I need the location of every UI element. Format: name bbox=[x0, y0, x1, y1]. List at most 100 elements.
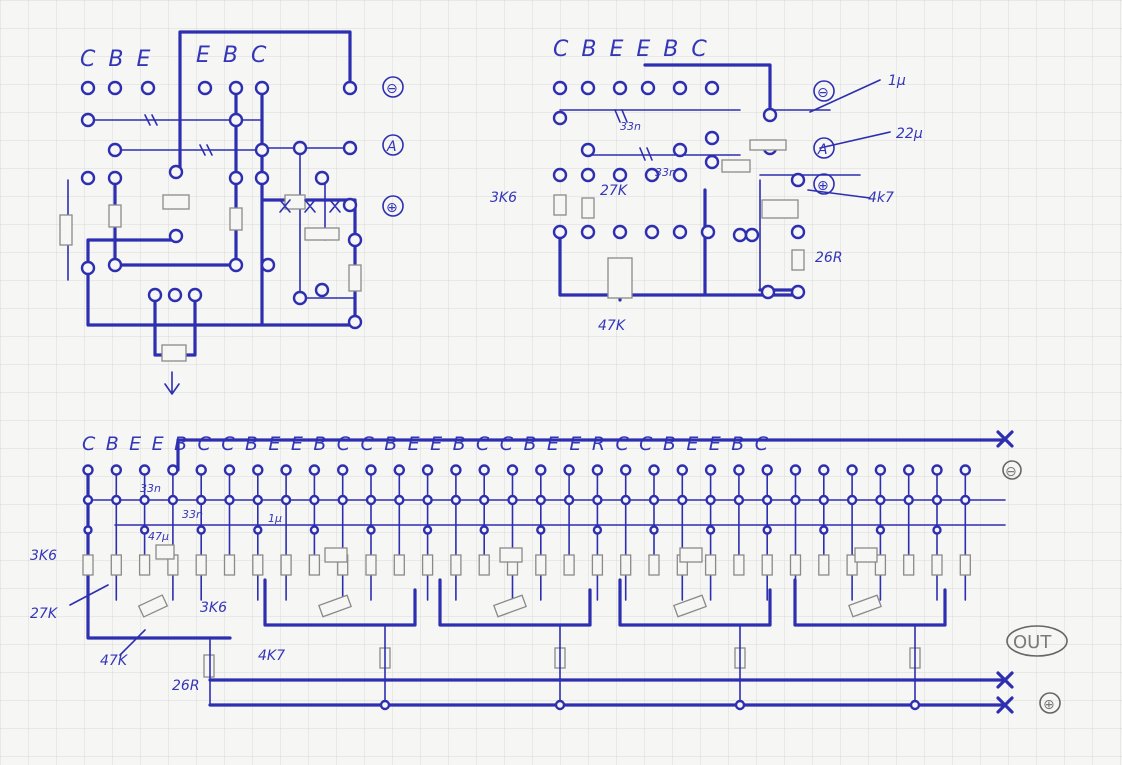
solder-pad bbox=[818, 494, 829, 506]
resistor-shape bbox=[203, 654, 215, 678]
stage-frame bbox=[263, 578, 417, 627]
trimmer-shape bbox=[848, 594, 882, 618]
label-27k: 27K bbox=[600, 183, 629, 199]
solder-pad bbox=[223, 464, 236, 476]
resistor-shape bbox=[620, 554, 632, 576]
solder-pad bbox=[337, 494, 348, 506]
terminal-minus-label: ⊖ bbox=[817, 85, 829, 101]
solder-pad bbox=[196, 525, 206, 535]
solder-pad bbox=[874, 464, 887, 476]
capacitor-shape bbox=[761, 199, 799, 219]
solder-pad bbox=[394, 494, 405, 506]
bottom-pads bbox=[82, 464, 971, 711]
solder-pad bbox=[563, 494, 575, 506]
trimmer-shape bbox=[318, 594, 352, 618]
solder-pad bbox=[309, 494, 320, 506]
solder-pad bbox=[253, 525, 263, 535]
solder-pad bbox=[620, 464, 632, 476]
capacitor-shape bbox=[284, 194, 306, 210]
solder-pad bbox=[677, 494, 688, 506]
label-33n-b: 33n bbox=[182, 508, 203, 521]
label-33n-a: 33n bbox=[140, 482, 161, 495]
resistor-shape bbox=[789, 554, 802, 576]
label-3k6-mid: 3K6 bbox=[200, 600, 227, 616]
solder-pad bbox=[591, 464, 604, 476]
solder-pad bbox=[309, 525, 320, 535]
solder-pad bbox=[676, 464, 688, 476]
solder-pad bbox=[649, 525, 659, 535]
solder-pad bbox=[705, 494, 716, 506]
label-3k6: 3K6 bbox=[490, 190, 517, 206]
terminal-a-label: A bbox=[386, 139, 397, 155]
solder-pad bbox=[252, 494, 263, 506]
label-27k: 27K bbox=[30, 606, 59, 622]
capacitor-shape bbox=[162, 194, 190, 210]
solder-pad bbox=[450, 494, 462, 506]
solder-pad bbox=[734, 699, 746, 711]
solder-pad bbox=[83, 525, 93, 535]
resistor-shape bbox=[195, 554, 207, 576]
resistor-shape bbox=[365, 554, 377, 576]
solder-pad bbox=[478, 464, 490, 476]
label-1m: 1μ bbox=[268, 512, 282, 525]
solder-pad bbox=[365, 494, 377, 506]
capacitor-shape bbox=[324, 547, 348, 563]
solder-pad bbox=[167, 494, 179, 506]
solder-pad bbox=[308, 464, 321, 476]
resistor-shape bbox=[450, 554, 462, 576]
solder-pad bbox=[195, 494, 207, 506]
solder-pad bbox=[195, 464, 207, 476]
solder-pad bbox=[761, 464, 773, 476]
solder-pad bbox=[366, 525, 376, 535]
solder-pad bbox=[909, 699, 921, 711]
solder-pad bbox=[535, 464, 547, 476]
board-bottom-strip: C B E E B C C B E E B C C B E E B C C B … bbox=[30, 430, 1068, 714]
solder-pad bbox=[819, 525, 829, 535]
resistor-26r bbox=[791, 249, 805, 271]
solder-pad bbox=[139, 525, 150, 535]
solder-pad bbox=[648, 464, 660, 476]
resistor-shape bbox=[704, 554, 717, 576]
solder-pad bbox=[422, 525, 433, 535]
solder-pad bbox=[705, 525, 716, 535]
solder-pad bbox=[110, 464, 123, 476]
resistor-shape bbox=[591, 554, 604, 576]
label-26r: 26R bbox=[815, 250, 843, 266]
stage-frame bbox=[618, 578, 772, 627]
label-26r: 26R bbox=[172, 678, 200, 694]
solder-pad bbox=[337, 464, 349, 476]
solder-pad bbox=[139, 494, 150, 506]
solder-pad bbox=[507, 494, 518, 506]
solder-pad bbox=[790, 494, 801, 506]
resistor-shape bbox=[280, 554, 292, 576]
solder-pad bbox=[762, 494, 773, 506]
solder-pad bbox=[167, 464, 179, 476]
pins-label-left: C B E bbox=[80, 47, 153, 72]
solder-pad bbox=[421, 464, 434, 476]
resistor-shape bbox=[733, 554, 745, 576]
trimmer-shape bbox=[673, 594, 707, 618]
resistor-shape bbox=[223, 554, 236, 576]
solder-pad bbox=[762, 525, 772, 535]
resistor-shape bbox=[874, 554, 887, 576]
solder-pad bbox=[365, 464, 377, 476]
solder-pad bbox=[280, 494, 292, 506]
solder-pad bbox=[422, 494, 433, 506]
resistor-shape bbox=[308, 554, 321, 576]
pins-label: C B E E B C bbox=[553, 37, 710, 62]
label-22m: 22μ bbox=[896, 126, 923, 142]
solder-pad bbox=[535, 494, 546, 506]
label-4k7: 4k7 bbox=[868, 190, 894, 206]
capacitor-shape bbox=[749, 139, 787, 151]
solder-pad bbox=[224, 494, 235, 506]
solder-pad bbox=[960, 494, 971, 506]
solder-pad bbox=[111, 494, 122, 506]
solder-pad bbox=[818, 464, 830, 476]
solder-pad bbox=[554, 699, 566, 711]
resistor-shape bbox=[846, 554, 858, 576]
solder-pad bbox=[563, 464, 575, 476]
solder-pad bbox=[479, 494, 490, 506]
resistor-shape bbox=[348, 264, 362, 292]
resistor-3k6 bbox=[553, 194, 567, 216]
